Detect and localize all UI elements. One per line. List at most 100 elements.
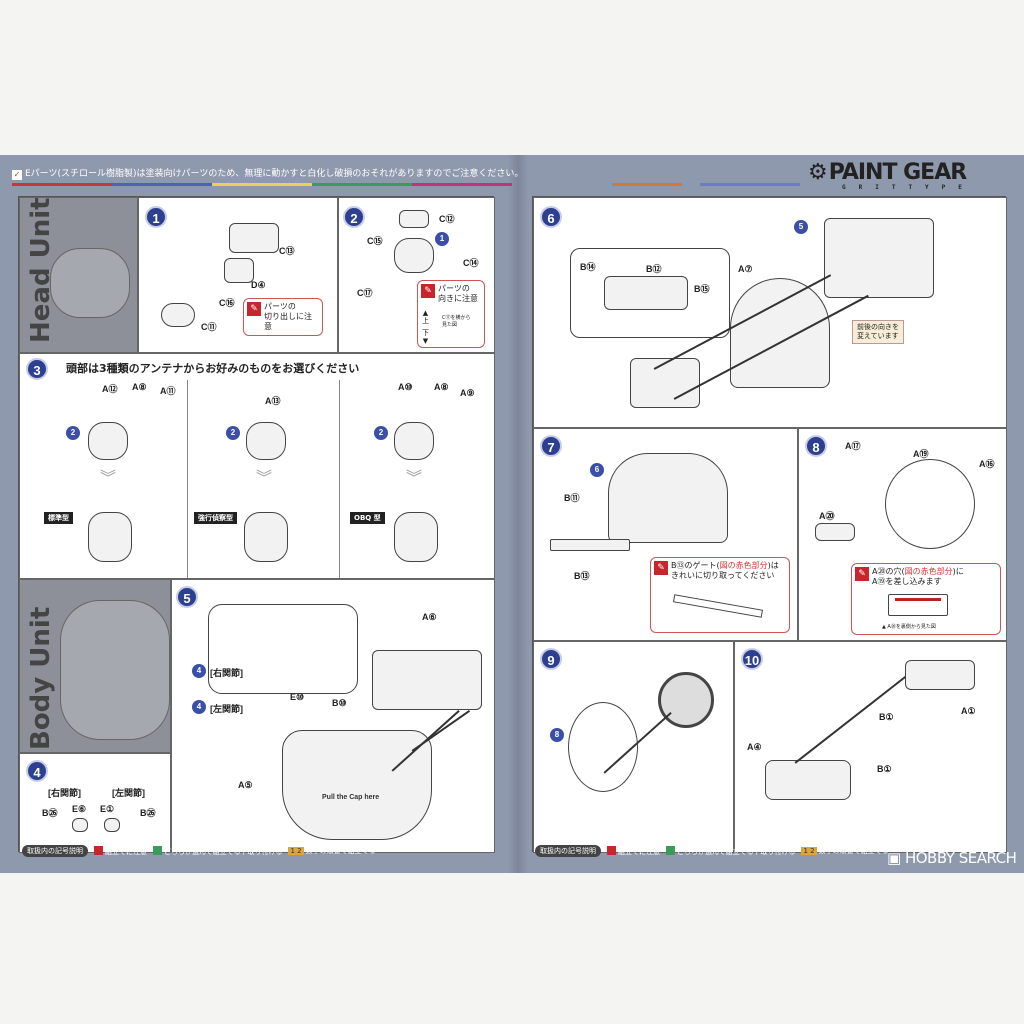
underside-diagram	[888, 594, 948, 616]
body-unit-title: Body Unit	[26, 606, 56, 750]
left-joint-label: [左関節]	[112, 788, 145, 798]
legend-item: どちらか選んで組立てる / 取り付ける	[153, 845, 283, 857]
head-part	[246, 422, 286, 460]
warning-text: )は きれいに切り取ってください	[671, 561, 779, 580]
part-label: B⑫	[646, 264, 662, 274]
caution-icon: ✎	[247, 302, 261, 316]
caution-icon	[94, 845, 103, 855]
part-label: B⑬	[574, 571, 590, 581]
head-unit-banner: Head Unit	[19, 197, 138, 353]
sub-step-badge: 8	[550, 728, 564, 742]
head-obq	[394, 512, 438, 562]
part-label: A⑨	[460, 388, 475, 398]
warning-text: パーツの 切り出しに注意	[264, 302, 312, 331]
color-stripe-blue	[112, 183, 212, 186]
step-10-panel: 10 B① A① A④ B①	[734, 641, 1007, 853]
body-shell	[282, 730, 432, 840]
legend-title: 取扱内の記号説明	[22, 845, 88, 857]
frame-assembly	[372, 650, 482, 710]
joint-callout	[208, 604, 358, 694]
head-part	[88, 422, 128, 460]
gate-warning: ✎B⑬のゲート(図の赤色部分)は きれいに切り取ってください	[650, 557, 790, 633]
legend-title: 取扱内の記号説明	[535, 845, 601, 857]
chevron-down-icon: ︾	[100, 468, 117, 487]
part-a7	[730, 278, 830, 388]
right-page: 6 B⑭ B⑫ B⑮ A⑦ 5 前後の向きを 変えています 7 6 B⑪ B⑬ …	[532, 196, 1007, 853]
logo-subtitle: GRITTYPE	[842, 184, 975, 191]
diagram-caption: ▲ A⑳を裏側から見た図	[882, 624, 936, 630]
step5-assembly	[824, 218, 934, 298]
part-label: A⑧	[132, 382, 147, 392]
legend-text: 組立てに注意	[618, 847, 660, 856]
variant-tag-recon: 強行偵察型	[194, 512, 237, 524]
watermark-text: HOBBY SEARCH	[904, 849, 1017, 867]
color-stripe-pink	[412, 183, 512, 186]
color-stripe-orange	[612, 183, 682, 186]
step-number: 8	[805, 435, 827, 457]
part-label: C⑭	[463, 258, 479, 268]
orientation-note: 前後の向きを 変えています	[852, 320, 904, 344]
internal-mechanism-installed	[630, 358, 700, 408]
left-joint-label: [左関節]	[210, 704, 243, 714]
variant-tag-standard: 標準型	[44, 512, 73, 524]
warning-text: )に A⑲を差し込みます	[872, 567, 964, 586]
part-label: E⑥	[72, 804, 87, 814]
right-joint-label: [右関節]	[210, 668, 243, 678]
part-label: C⑪	[201, 322, 217, 332]
part-a20	[815, 523, 855, 541]
part-label: A⑥	[422, 612, 437, 622]
step-3-title: 頭部は3種類のアンテナからお好みのものをお選びください	[66, 362, 360, 375]
ring-assembly	[568, 702, 638, 792]
part-label: B⑪	[564, 493, 580, 503]
legend-item: 組立てに注意	[607, 845, 660, 857]
part-label: A⑫	[102, 384, 118, 394]
hole-highlight	[895, 598, 941, 601]
choose-icon	[153, 845, 162, 855]
sub-step-badge: 5	[794, 220, 808, 234]
step-number: 1	[145, 206, 167, 228]
paint-gear-logo: ⚙PAINT GEAR	[808, 160, 967, 185]
step-number: 5	[176, 586, 198, 608]
legend-text: どちらか選んで組立てる / 取り付ける	[164, 847, 283, 856]
warning-text: A⑳の穴(	[872, 567, 905, 576]
insert-warning: ✎A⑳の穴(図の赤色部分)に A⑲を差し込みます ▲ A⑳を裏側から見た図	[851, 563, 1001, 635]
internal-mechanism	[604, 276, 688, 310]
step-number: 3	[26, 358, 48, 380]
head-unit-title: Head Unit	[26, 197, 56, 343]
step-4-panel: 4 [右関節] [左関節] B㉖ E⑥ E① B㉖	[19, 753, 171, 853]
part-label: A⑧	[434, 382, 449, 392]
part-label: C⑰	[357, 288, 373, 298]
caution-icon: ✎	[855, 567, 869, 581]
cap-part	[658, 672, 714, 728]
part-label: B⑮	[694, 284, 710, 294]
head-unit-illustration	[50, 248, 130, 318]
caution-icon: ✎	[421, 284, 435, 298]
chevron-down-icon: ︾	[406, 468, 423, 487]
sub-step-badge: 2	[374, 426, 388, 440]
part-label: B㉖	[42, 808, 58, 818]
part-c13	[229, 223, 279, 253]
step-9-panel: 9 8	[533, 641, 734, 853]
part-a4	[765, 760, 851, 800]
gate-diagram	[672, 594, 764, 618]
part-b13	[550, 539, 630, 551]
part-label: A④	[747, 742, 762, 752]
legend-text: 数字の順番で組立てる	[305, 847, 376, 855]
part-label: A⑤	[238, 780, 253, 790]
part-label: A⑬	[265, 396, 281, 406]
color-stripe-blue-2	[700, 183, 800, 186]
down-label: 下	[422, 329, 429, 337]
body-unit-illustration	[60, 600, 170, 740]
step-number: 4	[26, 760, 48, 782]
part-c11	[161, 303, 195, 327]
caution-icon: ✎	[654, 561, 668, 575]
part-c12	[399, 210, 429, 228]
part-label: B⑩	[332, 698, 347, 708]
part-d4	[224, 258, 254, 283]
step-number: 9	[540, 648, 562, 670]
color-stripe-yellow	[212, 183, 312, 186]
part-label: B㉖	[140, 808, 156, 818]
step-7-panel: 7 6 B⑪ B⑬ ✎B⑬のゲート(図の赤色部分)は きれいに切り取ってください	[533, 428, 798, 641]
